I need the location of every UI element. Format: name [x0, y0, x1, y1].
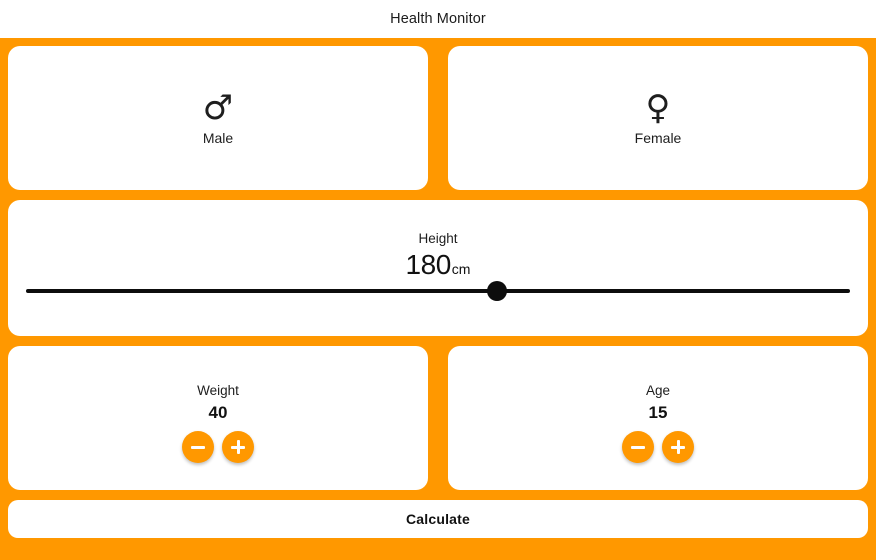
stepper-row: Weight 40	[8, 346, 868, 490]
gender-label-male: Male	[202, 130, 234, 146]
weight-label: Weight	[197, 383, 239, 398]
gender-selection-row: ♂ Male ♀ Female	[8, 46, 868, 190]
weight-stepper-buttons	[182, 431, 254, 463]
minus-icon	[190, 439, 206, 455]
height-slider-thumb[interactable]	[487, 281, 508, 301]
gender-label-female: Female	[634, 130, 682, 146]
venus-icon: ♀	[645, 88, 671, 128]
gender-card-female[interactable]: ♀ Female	[448, 46, 868, 190]
app-title: Health Monitor	[390, 11, 486, 27]
age-label: Age	[645, 383, 671, 398]
weight-increment-button[interactable]	[222, 431, 254, 463]
plus-icon	[670, 439, 686, 455]
minus-icon	[630, 439, 646, 455]
main-content: ♂ Male ♀ Female Height 180 cm Weight	[0, 38, 876, 560]
age-increment-button[interactable]	[662, 431, 694, 463]
height-value: 180	[405, 249, 452, 280]
weight-card: Weight 40	[8, 346, 428, 490]
age-card: Age 15	[448, 346, 868, 490]
age-stepper-buttons	[622, 431, 694, 463]
mars-icon: ♂	[202, 88, 234, 128]
weight-value: 40	[208, 403, 228, 422]
height-unit: cm	[451, 261, 471, 277]
plus-icon	[230, 439, 246, 455]
height-slider[interactable]	[26, 281, 850, 301]
height-card: Height 180 cm	[8, 200, 868, 336]
calculate-button-label: Calculate	[405, 511, 471, 527]
weight-decrement-button[interactable]	[182, 431, 214, 463]
calculate-button[interactable]: Calculate	[8, 500, 868, 538]
height-slider-track[interactable]	[26, 289, 850, 293]
title-bar: Health Monitor	[0, 0, 876, 38]
height-value-group: 180 cm	[406, 249, 471, 281]
gender-card-male[interactable]: ♂ Male	[8, 46, 428, 190]
age-value: 15	[648, 403, 668, 422]
height-label: Height	[418, 231, 458, 246]
age-decrement-button[interactable]	[622, 431, 654, 463]
